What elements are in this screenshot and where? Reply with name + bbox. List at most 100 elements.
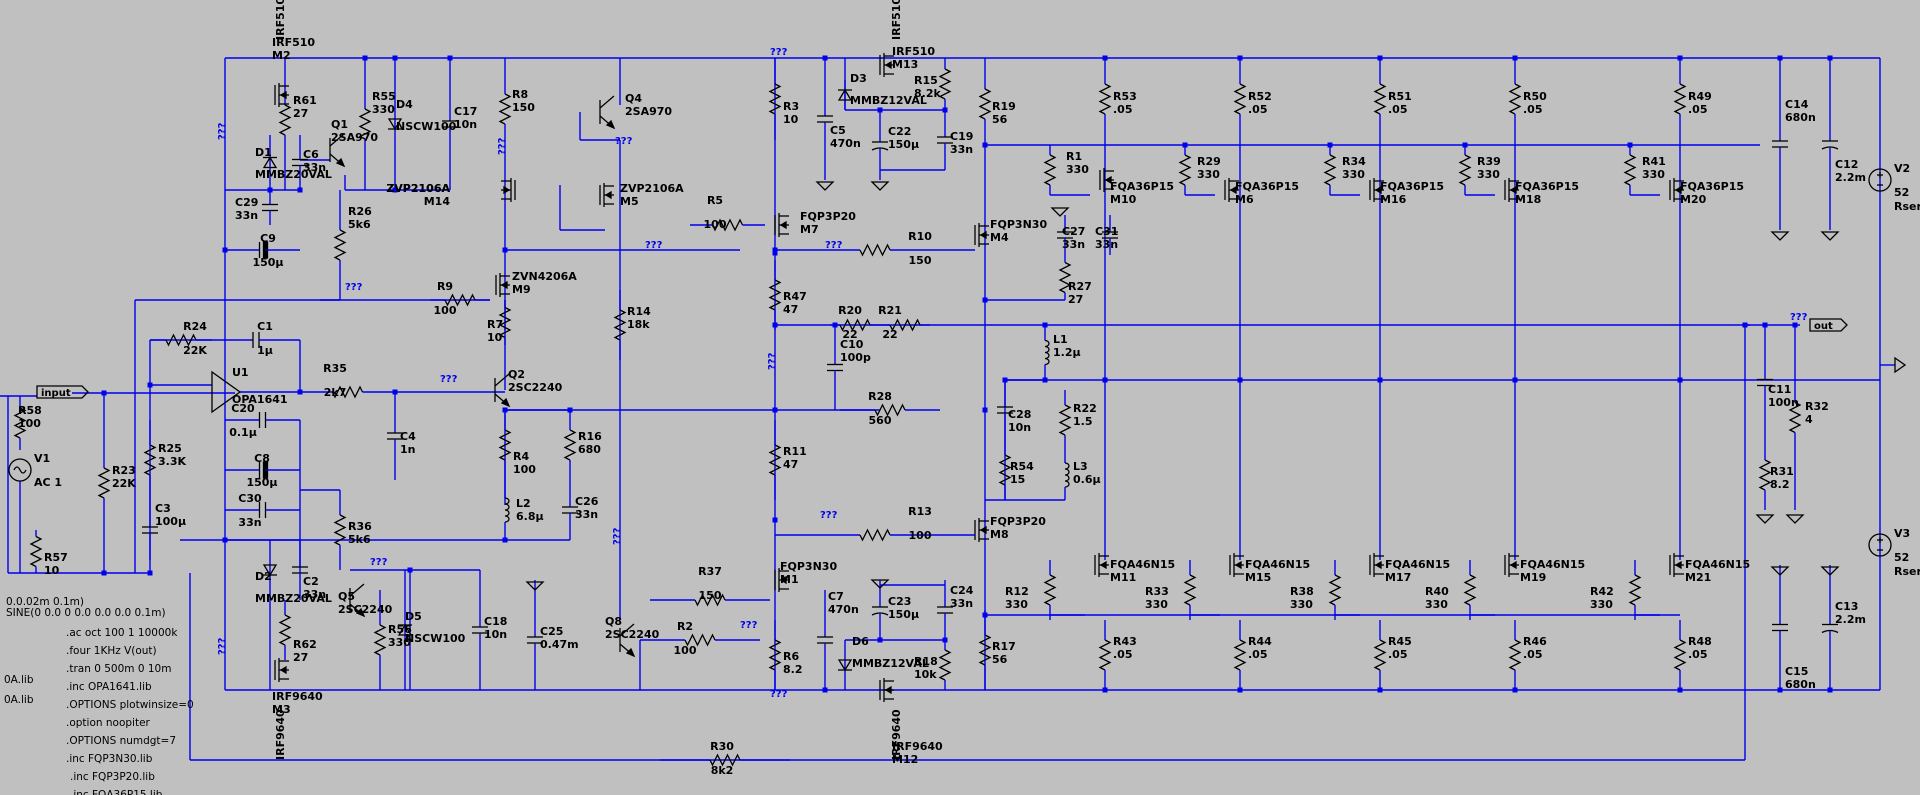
junction — [267, 187, 273, 193]
capacitor-c29 — [262, 190, 278, 225]
resistor-r12 — [1043, 560, 1057, 620]
junction — [772, 247, 778, 253]
opamp-model: OPA1641 — [232, 393, 288, 406]
voltage-source-v1 — [8, 458, 32, 482]
mosfet-model: ZVN4206A — [512, 270, 577, 283]
resistor-r36 — [333, 490, 347, 570]
capacitor-value: 150µ — [252, 256, 283, 269]
ground-symbol — [870, 579, 890, 589]
resistor-value: 330 — [372, 103, 395, 116]
mosfet-name: M14 — [424, 195, 451, 208]
capacitor-value: 33n — [950, 143, 973, 156]
mosfet-model: FQP3P20 — [990, 515, 1046, 528]
resistor-r22 — [1058, 390, 1072, 450]
junction — [772, 250, 778, 256]
resistor-r47 — [768, 260, 782, 330]
resistor-value: 330 — [1425, 598, 1448, 611]
resistor-name: R18 — [914, 655, 938, 668]
resistor-r31 — [1758, 440, 1772, 510]
transistor-model: 2SC2240 — [605, 628, 660, 641]
resistor-value: .05 — [1248, 103, 1268, 116]
unknown-net-marker: ??? — [217, 637, 228, 655]
capacitor-value: 470n — [828, 603, 859, 616]
resistor-name: R53 — [1113, 90, 1137, 103]
resistor-name: R6 — [783, 650, 799, 663]
capacitor-value: 150µ — [246, 476, 277, 489]
capacitor-name: C14 — [1785, 98, 1809, 111]
resistor-value: 100 — [704, 218, 727, 231]
diode-name: D1 — [255, 146, 272, 159]
resistor-r52 — [1233, 58, 1247, 140]
capacitor-value: 10n — [1008, 421, 1031, 434]
mosfet-model: IRF510 — [274, 0, 287, 40]
resistor-r39 — [1458, 145, 1472, 195]
capacitor-name: C12 — [1835, 158, 1858, 171]
capacitor-value: 1µ — [257, 344, 273, 357]
capacitor-c24 — [937, 580, 953, 640]
ground-symbol — [1820, 566, 1840, 576]
source-name: V2 — [1894, 162, 1910, 175]
diode-d6 — [837, 640, 853, 690]
resistor-r23 — [97, 393, 111, 573]
resistor-name: R47 — [783, 290, 807, 303]
source-param: Rser= — [1894, 565, 1920, 578]
capacitor-c7 — [817, 590, 833, 690]
capacitor-name: C20 — [231, 402, 255, 415]
mosfet-m9 — [495, 273, 510, 297]
unknown-net-marker: ??? — [740, 620, 758, 631]
capacitor-value: 680n — [1785, 678, 1816, 691]
junction — [1512, 377, 1518, 383]
voltage-source-v3 — [1868, 533, 1892, 557]
inductor-value: 6.8µ — [516, 510, 544, 523]
resistor-r14 — [613, 290, 627, 360]
capacitor-value: 150µ — [888, 138, 919, 151]
junction — [147, 382, 153, 388]
resistor-name: R37 — [698, 565, 722, 578]
capacitor-name: C30 — [238, 492, 262, 505]
capacitor-value: 33n — [238, 516, 261, 529]
resistor-r1 — [1043, 145, 1057, 195]
junction — [392, 55, 398, 61]
resistor-name: R43 — [1113, 635, 1137, 648]
inductor-name: L1 — [1053, 333, 1068, 346]
resistor-value: 10k — [914, 668, 937, 681]
resistor-value: 56 — [992, 653, 1008, 666]
capacitor-c18 — [472, 570, 488, 690]
ground-symbol — [1050, 207, 1070, 217]
transistor-model: 2SA970 — [625, 105, 672, 118]
transistor-q2 — [494, 373, 511, 408]
resistor-name: R42 — [1590, 585, 1614, 598]
voltage-source-v2 — [1868, 168, 1892, 192]
transistor-name: Q8 — [605, 615, 622, 628]
capacitor-c11 — [1757, 325, 1773, 440]
resistor-r46 — [1508, 620, 1522, 690]
inductor-l1 — [1044, 325, 1050, 380]
unknown-net-marker: ??? — [770, 689, 788, 700]
capacitor-value: 33n — [1062, 238, 1085, 251]
resistor-name: R33 — [1145, 585, 1169, 598]
capacitor-name: C27 — [1062, 225, 1085, 238]
capacitor-name: C6 — [303, 148, 319, 161]
resistor-r57 — [29, 530, 43, 573]
resistor-value: 330 — [1290, 598, 1313, 611]
mosfet-name: M15 — [1245, 571, 1271, 584]
junction — [447, 55, 453, 61]
resistor-value: 150 — [699, 589, 722, 602]
mosfet-m13 — [879, 53, 894, 77]
mosfet-model: IRF510 — [892, 45, 935, 58]
resistor-name: R20 — [838, 304, 862, 317]
capacitor-value: 100p — [840, 351, 871, 364]
mosfet-model: FQA46N15 — [1385, 558, 1450, 571]
resistor-name: R23 — [112, 464, 136, 477]
unknown-net-marker: ??? — [1790, 312, 1808, 323]
mosfet-m18 — [1504, 178, 1519, 202]
resistor-value: .05 — [1388, 103, 1408, 116]
resistor-name: R16 — [578, 430, 602, 443]
resistor-value: 150 — [512, 101, 535, 114]
mosfet-m20 — [1669, 178, 1684, 202]
resistor-name: R25 — [158, 442, 182, 455]
resistor-value: .05 — [1688, 648, 1708, 661]
resistor-value: 5k6 — [348, 218, 371, 231]
mosfet-m11 — [1094, 553, 1109, 577]
capacitor-value: 1n — [400, 443, 416, 456]
